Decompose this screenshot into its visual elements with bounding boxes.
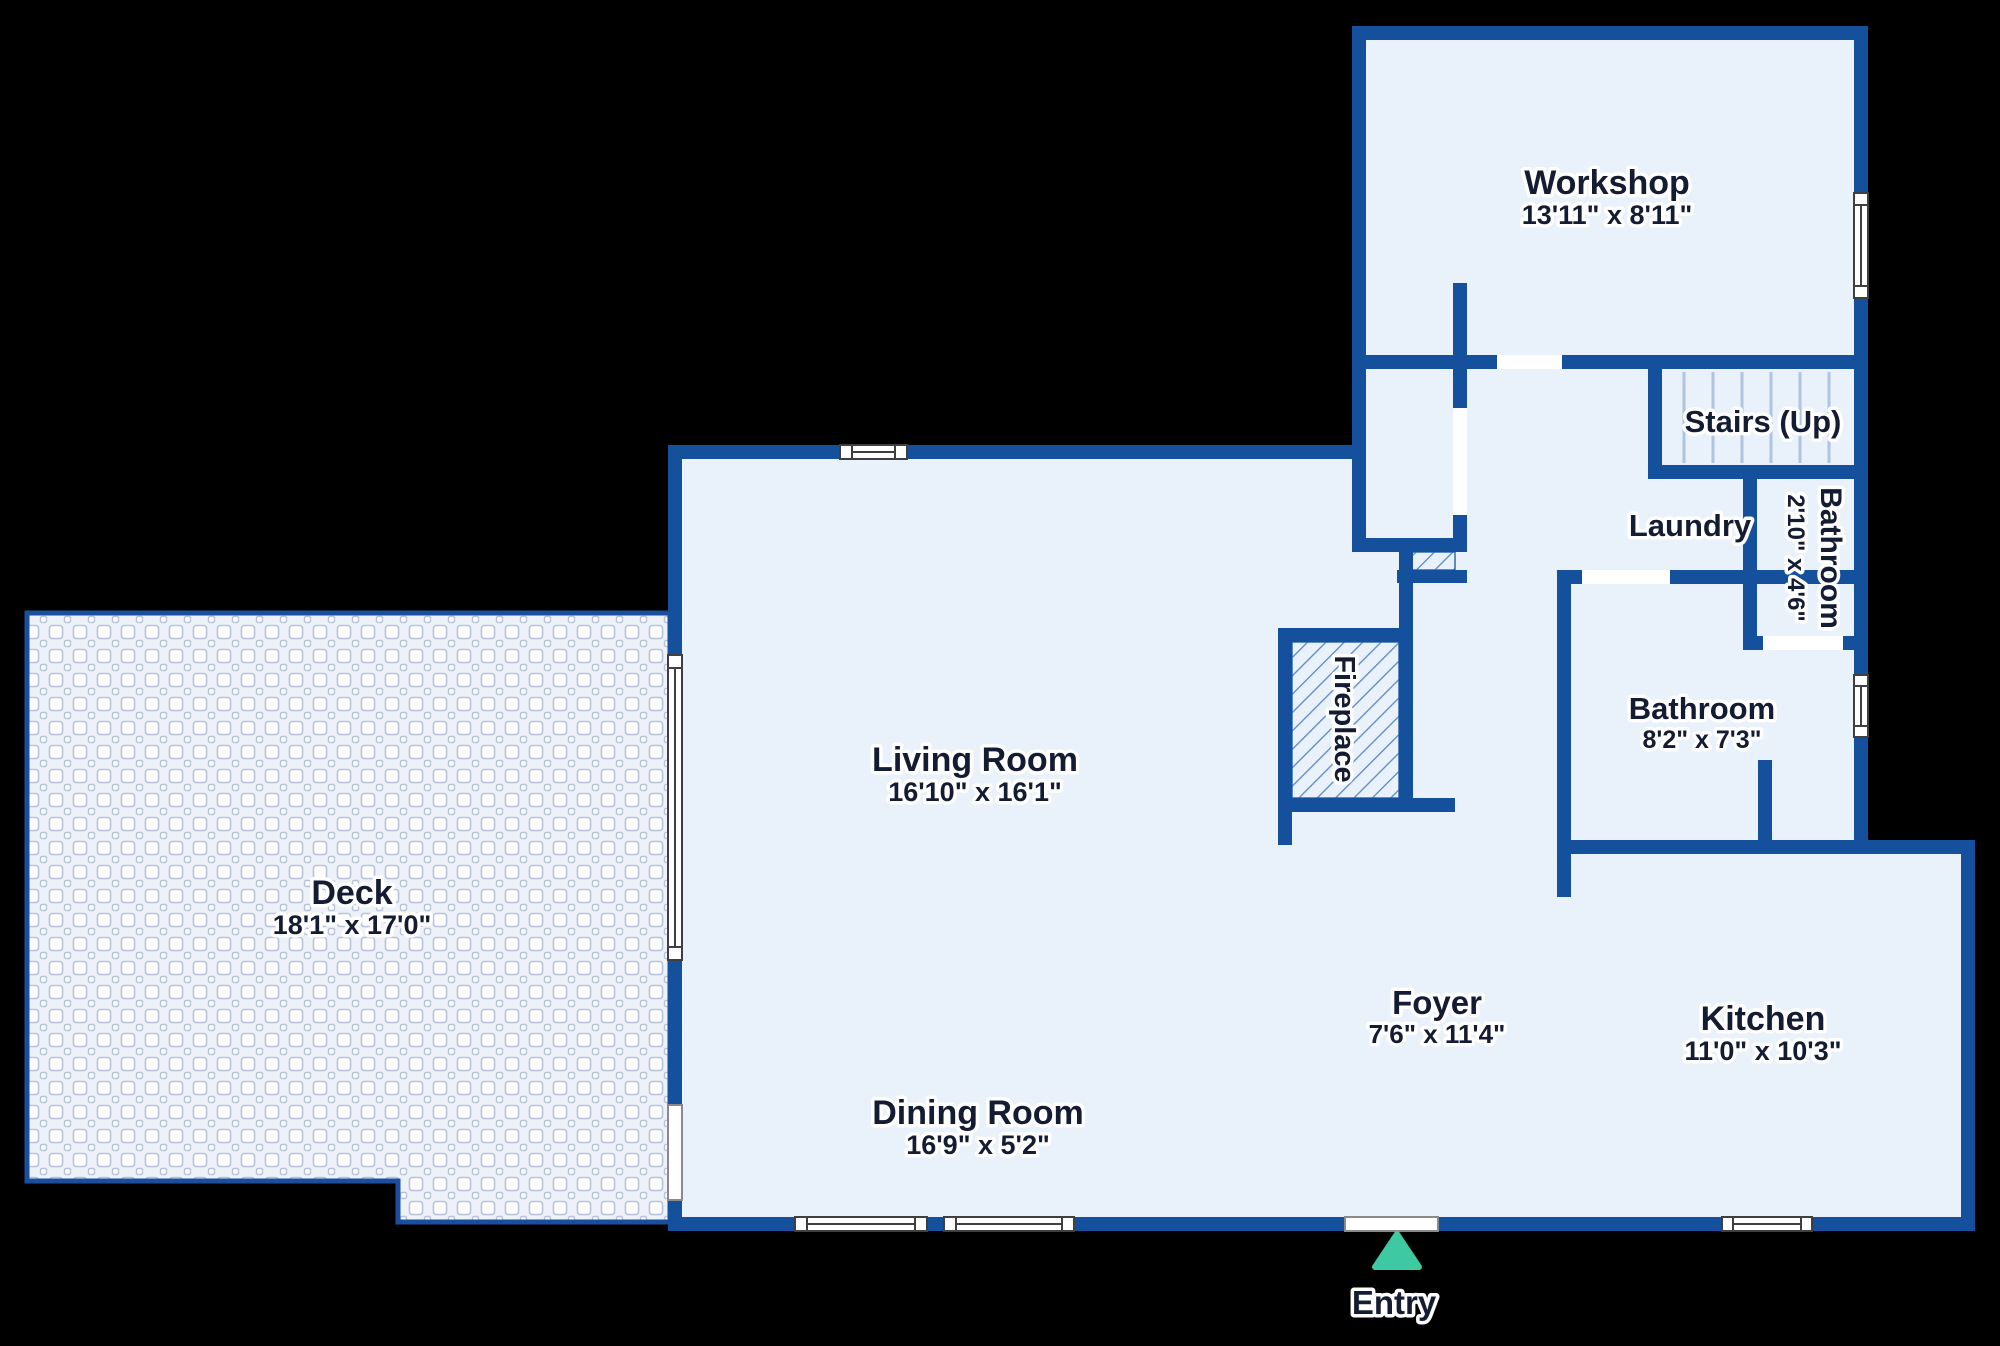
wall-workshop-top: [1352, 26, 1868, 40]
wall-small-bath-left: [1743, 479, 1757, 650]
window-kitchen: [1721, 1216, 1813, 1232]
wall-fireplace-right: [1399, 538, 1413, 812]
wall-living-top: [668, 445, 1366, 459]
bathroom-label: Bathroom: [1629, 691, 1775, 726]
floor-kitchen-wing: [1557, 840, 1975, 1231]
bathroom-dims: 8'2" x 7'3": [1642, 726, 1761, 754]
small-bathroom-dims: 2'10" x 4'6": [1782, 494, 1809, 622]
stairs-label: Stairs (Up): [1685, 404, 1842, 439]
laundry-label: Laundry: [1629, 508, 1752, 543]
fireplace-label: Fireplace: [1328, 655, 1360, 782]
wall-bath-stub: [1758, 760, 1772, 854]
small-bathroom-label: Bathroom: [1814, 487, 1847, 629]
window-west-long: [667, 654, 683, 961]
deck-dims: 18'1" x 17'0": [273, 910, 432, 940]
wall-workshop-stub: [1453, 283, 1467, 369]
wall-workshop-bottom: [1352, 355, 1868, 369]
window-living-top: [839, 444, 908, 460]
wall-kitchen-right: [1961, 840, 1975, 1231]
window-workshop-east: [1853, 192, 1869, 299]
door-entry: [1344, 1216, 1439, 1232]
entry-arrow-icon: [1372, 1231, 1422, 1270]
windows: [667, 192, 1869, 1232]
foyer-label: Foyer: [1392, 984, 1482, 1021]
workshop-dims: 13'11" x 8'11": [1522, 200, 1693, 230]
door-workshop: [1497, 355, 1562, 369]
entry-label: Entry: [1352, 1284, 1437, 1321]
window-dining-2: [943, 1216, 1075, 1232]
workshop-label: Workshop: [1524, 164, 1690, 202]
wall-closet-bottom: [1366, 538, 1467, 552]
entry-marker: Entry: [1348, 1231, 1440, 1325]
wall-workshop-left: [1352, 26, 1366, 552]
door-small-bathroom: [1763, 636, 1843, 650]
window-dining-1: [794, 1216, 928, 1232]
wall-fireplace-top: [1278, 628, 1413, 642]
living-room-dims: 16'10" x 16'1": [888, 777, 1062, 807]
wall-below-chimney: [1397, 570, 1467, 583]
wall-fireplace-left: [1278, 628, 1292, 845]
window-bathroom-east: [1853, 674, 1869, 738]
wall-stairs-left: [1648, 369, 1662, 479]
door-openings: [1344, 355, 1843, 1232]
door-closet: [1453, 408, 1467, 515]
living-room-label: Living Room: [872, 741, 1078, 779]
wall-stairs-bottom: [1648, 465, 1868, 479]
wall-kitchen-top: [1557, 840, 1975, 854]
kitchen-label: Kitchen: [1701, 1000, 1826, 1038]
window-west-lower: [667, 1104, 683, 1201]
dining-room-label: Dining Room: [872, 1094, 1084, 1132]
dining-room-dims: 16'9" x 5'2": [906, 1130, 1050, 1160]
door-bathroom: [1582, 570, 1670, 584]
chimney-hatch: [1407, 551, 1456, 571]
wall-fireplace-bottom: [1278, 798, 1455, 812]
stair-treads: [1682, 372, 1831, 463]
deck-label: Deck: [311, 874, 392, 912]
foyer-dims: 7'6" x 11'4": [1369, 1019, 1506, 1049]
kitchen-dims: 11'0" x 10'3": [1684, 1036, 1841, 1066]
room-labels: Workshop 13'11" x 8'11" Stairs (Up) Laun…: [269, 161, 1850, 1164]
wall-foyer-divider: [1557, 570, 1571, 897]
